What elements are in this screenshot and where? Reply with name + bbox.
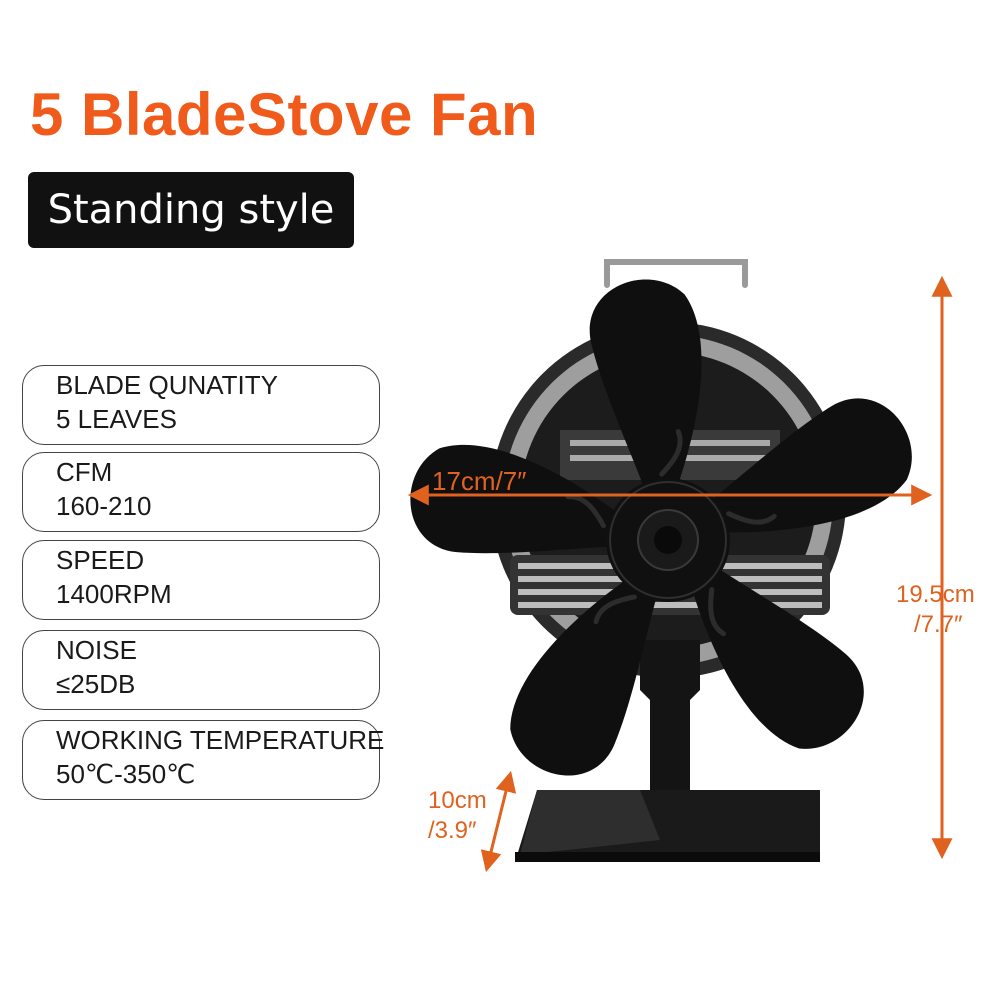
- height-dimension-label: 19.5cm /7.7″: [896, 580, 975, 640]
- blade-rib: [593, 594, 637, 625]
- fan-blade: [589, 279, 702, 501]
- spec-label: CFM: [56, 457, 113, 487]
- spec-label: SPEED: [56, 545, 145, 575]
- fan-hub-icon: [606, 478, 730, 602]
- depth-arrow: [480, 770, 517, 873]
- depth-dimension-in: /3.9″: [428, 817, 477, 844]
- spec-card-noise: NOISE ≤25DB: [22, 630, 380, 710]
- height-dimension-cm: 19.5cm: [896, 581, 975, 608]
- spec-label: NOISE: [56, 635, 137, 665]
- spec-card-working-temperature: WORKING TEMPERATURE 50℃-350℃: [22, 720, 384, 800]
- blade-rib: [708, 587, 726, 637]
- spec-value: ≤25DB: [56, 669, 136, 699]
- spec-card-cfm: CFM 160-210: [22, 452, 380, 532]
- depth-dimension-label: 10cm /3.9″: [428, 786, 487, 846]
- blade-rib: [726, 511, 777, 525]
- height-dimension-in: /7.7″: [914, 611, 963, 638]
- spec-label: WORKING TEMPERATURE: [56, 725, 385, 755]
- width-dimension-label: 17cm/7″: [432, 466, 526, 496]
- depth-dimension-cm: 10cm: [428, 787, 487, 814]
- page-title: 5 BladeStove Fan: [30, 81, 539, 148]
- spec-label: BLADE QUNATITY: [56, 370, 279, 400]
- style-badge: Standing style: [28, 172, 354, 248]
- width-dimension-text: 17cm/7″: [432, 466, 527, 496]
- spec-card-speed: SPEED 1400RPM: [22, 540, 380, 620]
- fan-blade: [687, 560, 864, 749]
- fan-blade: [510, 569, 661, 776]
- spec-value: 1400RPM: [56, 579, 172, 609]
- spec-card-blade-quantity: BLADE QUNATITY 5 LEAVES: [22, 365, 380, 445]
- fan-stand-icon: [515, 640, 820, 862]
- spec-value: 5 LEAVES: [56, 404, 177, 434]
- spec-value: 50℃-350℃: [56, 759, 196, 789]
- blade-rib: [659, 429, 683, 477]
- spec-value: 160-210: [56, 491, 152, 521]
- handle-icon: [604, 259, 748, 288]
